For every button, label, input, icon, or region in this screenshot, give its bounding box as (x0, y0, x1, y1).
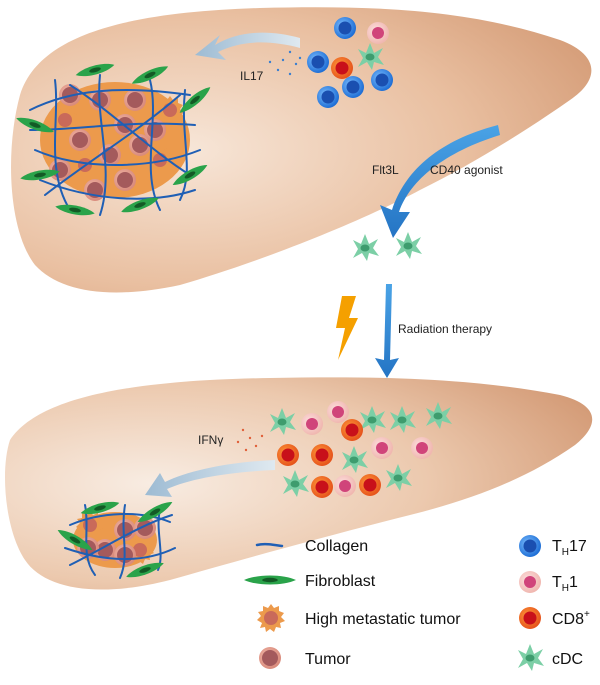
legend-cd8-icon (519, 607, 541, 629)
legend-tumor-label: Tumor (305, 651, 351, 668)
tumor-mass-bottom (55, 498, 176, 582)
legend-fibroblast-label: Fibroblast (305, 573, 376, 590)
il17-dots (268, 50, 302, 76)
liver-top (11, 7, 592, 293)
cdc-middle-2 (396, 232, 422, 259)
legend-collagen-icon (255, 542, 284, 548)
legend-th1-icon (519, 571, 541, 593)
legend-cd8-label: CD8+ (552, 609, 590, 628)
legend-cdc-label: cDC (552, 651, 583, 668)
ifng-label: IFNγ (198, 433, 223, 447)
flt3l-label: Flt3L (372, 163, 399, 177)
legend-collagen-label: Collagen (305, 538, 368, 555)
ifng-dots (236, 428, 264, 452)
legend-th1-label: TH1 (552, 574, 578, 594)
legend-high-metastatic-label: High metastatic tumor (305, 611, 461, 628)
radiation-arrow (375, 284, 399, 378)
legend-high-metastatic-icon (257, 604, 285, 632)
lightning-icon (336, 296, 358, 360)
legend-cdc-icon (518, 644, 544, 671)
legend-fibroblast-icon (244, 575, 296, 585)
cdc-middle-1 (353, 234, 379, 261)
legend: Collagen Fibroblast High metastatic tumo… (244, 535, 590, 671)
ifng-arrow (145, 460, 275, 497)
treatment-arrow (380, 125, 500, 238)
radiation-label: Radiation therapy (398, 322, 492, 336)
legend-tumor-icon (259, 647, 281, 669)
legend-th17-label: TH17 (552, 538, 587, 558)
legend-th17-icon (519, 535, 541, 557)
cd40-label: CD40 agonist (430, 163, 503, 177)
tumor-mass-top (14, 60, 214, 218)
il17-label: IL17 (240, 69, 264, 83)
il17-arrow (195, 32, 300, 60)
